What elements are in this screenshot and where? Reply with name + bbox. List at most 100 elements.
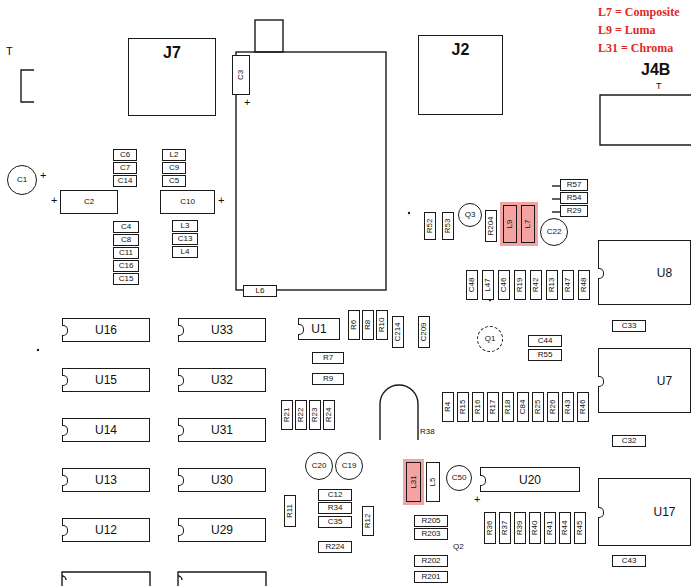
part-designator: R19 [516, 278, 524, 293]
ic-package: U17 [598, 478, 691, 546]
ic-package: U12 [62, 518, 150, 542]
part-designator: L47 [484, 278, 492, 291]
component-footprint: C7 [113, 162, 137, 174]
via-dot [37, 349, 39, 351]
component-footprint: R57 [560, 179, 588, 191]
component-footprint: L6 [243, 285, 277, 297]
component-footprint: C9 [162, 162, 186, 174]
connector-outline [600, 95, 691, 145]
connector-bracket [21, 70, 34, 102]
via-dot [408, 212, 410, 214]
component-footprint: C16 [113, 260, 139, 272]
component-footprint: C209 [418, 316, 430, 348]
silkscreen-label: Q2 [453, 543, 464, 551]
ic-package: U14 [62, 418, 150, 442]
component-footprint: R34 [318, 502, 352, 514]
ic-notch [62, 576, 66, 580]
part-designator: C11 [119, 249, 133, 257]
part-designator: R6 [350, 320, 358, 330]
component-footprint: R18 [502, 392, 514, 422]
part-designator: C43 [622, 557, 637, 565]
part-designator: R29 [567, 207, 582, 215]
part-designator: R9 [323, 375, 333, 383]
part-designator: L3 [181, 222, 190, 230]
component-footprint: C15 [113, 273, 139, 285]
part-designator: L7 [524, 220, 532, 229]
component-footprint: C33 [612, 320, 646, 332]
silkscreen-label: + [244, 97, 250, 108]
part-designator: R12 [364, 514, 372, 529]
part-designator: R7 [323, 354, 333, 362]
round-component: Q3 [458, 203, 482, 227]
component-footprint: C35 [318, 516, 352, 528]
component-footprint: C4 [113, 221, 139, 233]
part-designator: Q1 [485, 335, 496, 343]
round-component: C20 [305, 452, 333, 480]
ic-package: U1 [298, 318, 340, 340]
part-designator: R47 [564, 278, 572, 293]
round-component: Q1 [477, 326, 503, 352]
part-designator: C50 [452, 474, 467, 482]
component-footprint: C2 [60, 190, 118, 214]
component-footprint: R202 [414, 555, 448, 567]
part-designator: Q3 [465, 211, 476, 219]
part-designator: C1 [17, 176, 27, 184]
component-footprint: C84 [517, 392, 529, 422]
component-footprint: C48 [466, 270, 478, 300]
part-designator: R53 [444, 219, 452, 234]
part-designator: C44 [538, 337, 553, 345]
component-footprint: R43 [562, 392, 574, 422]
component-footprint: L7 [521, 205, 535, 243]
connector-outline: J2 [418, 35, 503, 115]
part-designator: R4 [444, 402, 452, 412]
part-designator: R54 [567, 194, 582, 202]
component-footprint: C13 [172, 233, 198, 245]
part-designator: R40 [531, 521, 539, 536]
part-designator: C22 [547, 228, 562, 236]
component-footprint: R16 [472, 392, 484, 422]
part-designator: L6 [256, 287, 265, 295]
component-footprint: R55 [528, 349, 562, 361]
part-designator: C3 [237, 70, 245, 80]
part-designator: C48 [468, 278, 476, 293]
part-designator: R26 [549, 400, 557, 415]
component-footprint: C43 [612, 555, 646, 567]
component-footprint: R12 [362, 506, 374, 536]
ic-package: U8 [598, 240, 691, 305]
part-designator: R45 [576, 521, 584, 536]
component-footprint: C44 [528, 335, 562, 347]
component-footprint: R224 [318, 541, 352, 553]
module-outline [236, 52, 386, 290]
part-designator: U17 [654, 506, 676, 518]
part-designator: R21 [283, 408, 291, 423]
component-footprint: C11 [113, 247, 139, 259]
round-component: C22 [540, 218, 568, 246]
part-designator: C32 [622, 437, 637, 445]
round-component: C1 [7, 165, 37, 195]
part-designator: R17 [489, 400, 497, 415]
ic-package: U29 [178, 518, 266, 542]
part-designator: U7 [657, 375, 672, 387]
crystal-outline [380, 385, 418, 440]
component-footprint: R13 [546, 270, 558, 300]
silkscreen-label: J4B [641, 62, 670, 78]
ic-package: U32 [178, 368, 266, 392]
ic-package: U7 [598, 348, 691, 413]
ic-package [178, 572, 266, 586]
component-footprint: C6 [113, 149, 137, 161]
component-footprint: L9 [503, 205, 517, 243]
part-designator: U12 [95, 524, 117, 536]
silkscreen-label: R38 [420, 428, 435, 436]
part-designator: R42 [532, 278, 540, 293]
component-footprint: L3 [172, 220, 198, 232]
part-designator: L9 [506, 220, 514, 229]
part-designator: C12 [328, 491, 343, 499]
ic-notch [178, 576, 182, 580]
component-footprint: R21 [281, 400, 293, 430]
part-designator: R8 [364, 320, 372, 330]
component-footprint: R204 [485, 210, 497, 242]
part-designator: C6 [120, 151, 130, 159]
part-designator: C46 [500, 278, 508, 293]
part-designator: R18 [504, 400, 512, 415]
ic-package [62, 572, 150, 586]
